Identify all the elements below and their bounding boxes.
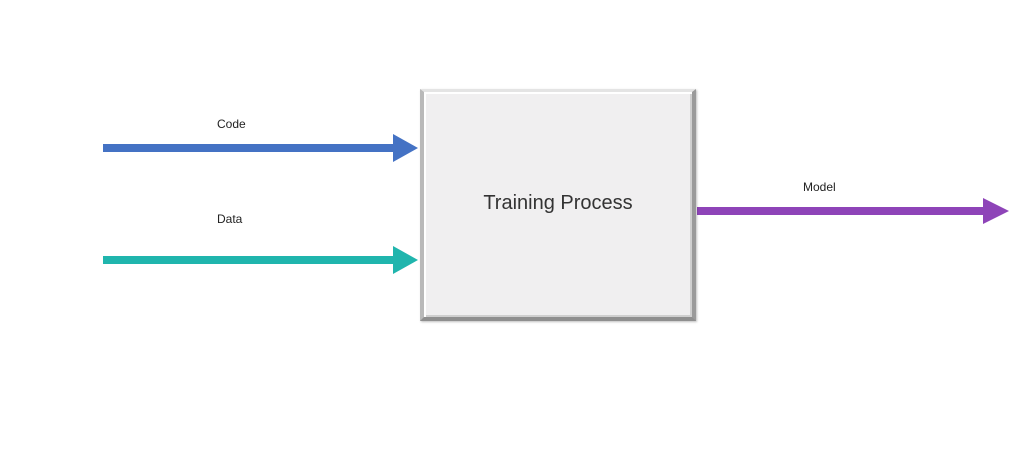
code-arrow bbox=[103, 134, 418, 162]
model-arrow bbox=[697, 198, 1009, 224]
training-process-label: Training Process bbox=[483, 192, 633, 214]
model-label: Model bbox=[803, 180, 836, 194]
code-label: Code bbox=[217, 117, 246, 131]
data-label: Data bbox=[217, 212, 243, 226]
training-process-box: Training Process bbox=[420, 89, 696, 321]
data-arrow bbox=[103, 246, 418, 274]
